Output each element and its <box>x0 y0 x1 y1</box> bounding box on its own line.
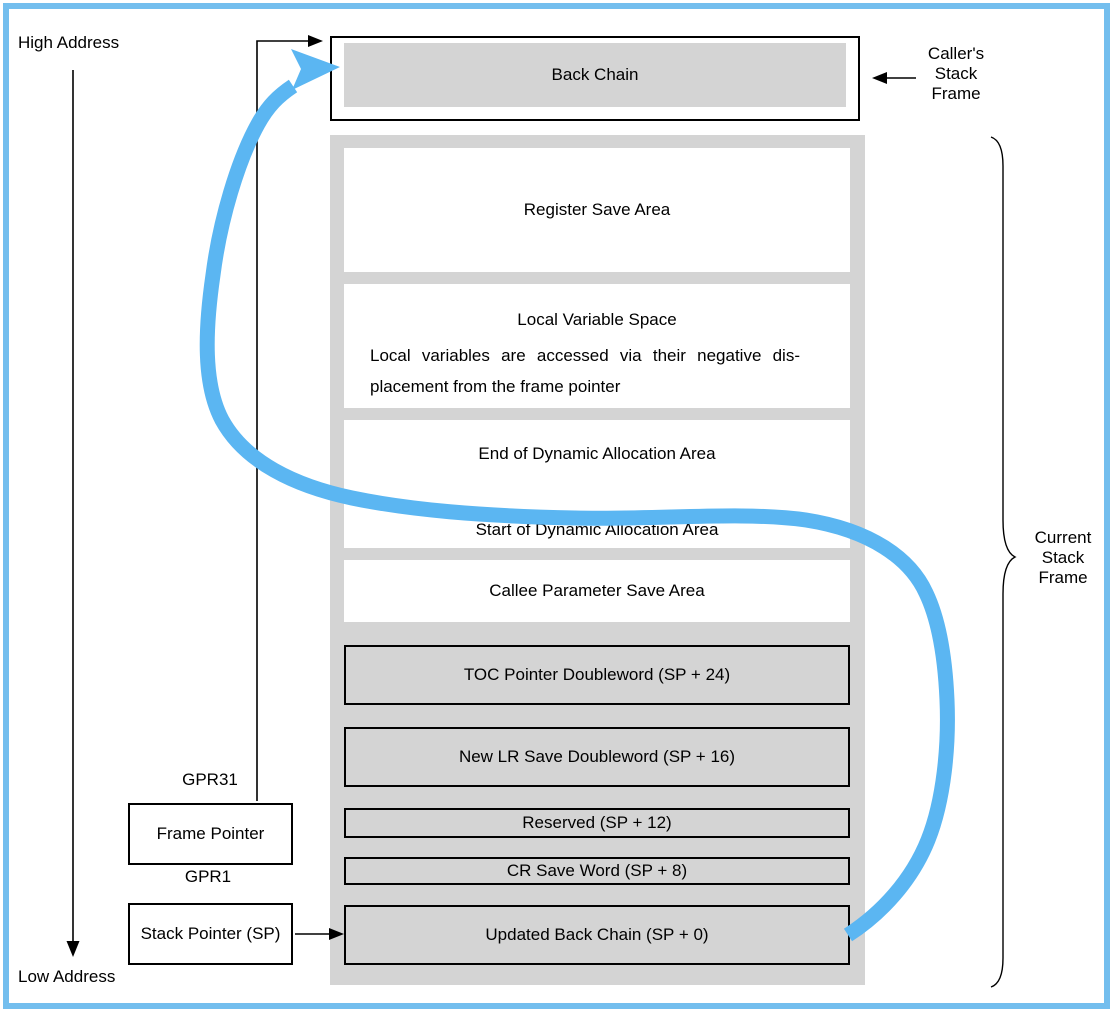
slot-toc-pointer-doubleword: TOC Pointer Doubleword (SP + 24) <box>344 645 850 705</box>
slot-register-save-area: Register Save Area <box>344 148 850 272</box>
callers-frame-line: Caller's <box>927 44 985 63</box>
slot-new-lr-save-doubleword: New LR Save Doubleword (SP + 16) <box>344 727 850 787</box>
callers-frame-line: Frame <box>931 84 981 103</box>
start-dynamic-allocation-label: Start of Dynamic Allocation Area <box>475 520 719 539</box>
slot-cr-save-word: CR Save Word (SP + 8) <box>344 857 850 885</box>
callers-frame-line: Stack <box>934 64 978 83</box>
high-address-label: High Address <box>18 33 120 52</box>
current-frame-line: Stack <box>1041 548 1085 567</box>
frame-pointer-box: Frame Pointer <box>128 803 293 865</box>
slot-local-variable-space: Local Variable Space Local variables are… <box>344 284 850 408</box>
low-address-label: Low Address <box>18 967 116 986</box>
local-variable-note-line1: Local variables are accessed via their n… <box>370 346 800 365</box>
current-frame-line: Current <box>1034 528 1092 547</box>
gpr1-label: GPR1 <box>184 867 232 886</box>
slot-updated-back-chain: Updated Back Chain (SP + 0) <box>344 905 850 965</box>
local-variable-space-title: Local Variable Space <box>517 310 677 329</box>
gpr31-label: GPR31 <box>182 770 238 789</box>
back-chain-cell: Back Chain <box>344 43 846 107</box>
slot-callee-parameter-save-area: Callee Parameter Save Area <box>344 560 850 622</box>
current-frame-line: Frame <box>1038 568 1088 587</box>
current-stack-frame-label: Current Stack Frame <box>1018 528 1108 588</box>
page-border <box>3 3 1110 1009</box>
stack-pointer-box: Stack Pointer (SP) <box>128 903 293 965</box>
slot-dynamic-allocation-area: End of Dynamic Allocation Area Start of … <box>344 420 850 548</box>
end-dynamic-allocation-label: End of Dynamic Allocation Area <box>478 444 716 463</box>
slot-reserved: Reserved (SP + 12) <box>344 808 850 838</box>
callers-stack-frame-label: Caller's Stack Frame <box>912 44 1000 104</box>
local-variable-note-line2: placement from the frame pointer <box>370 377 621 396</box>
